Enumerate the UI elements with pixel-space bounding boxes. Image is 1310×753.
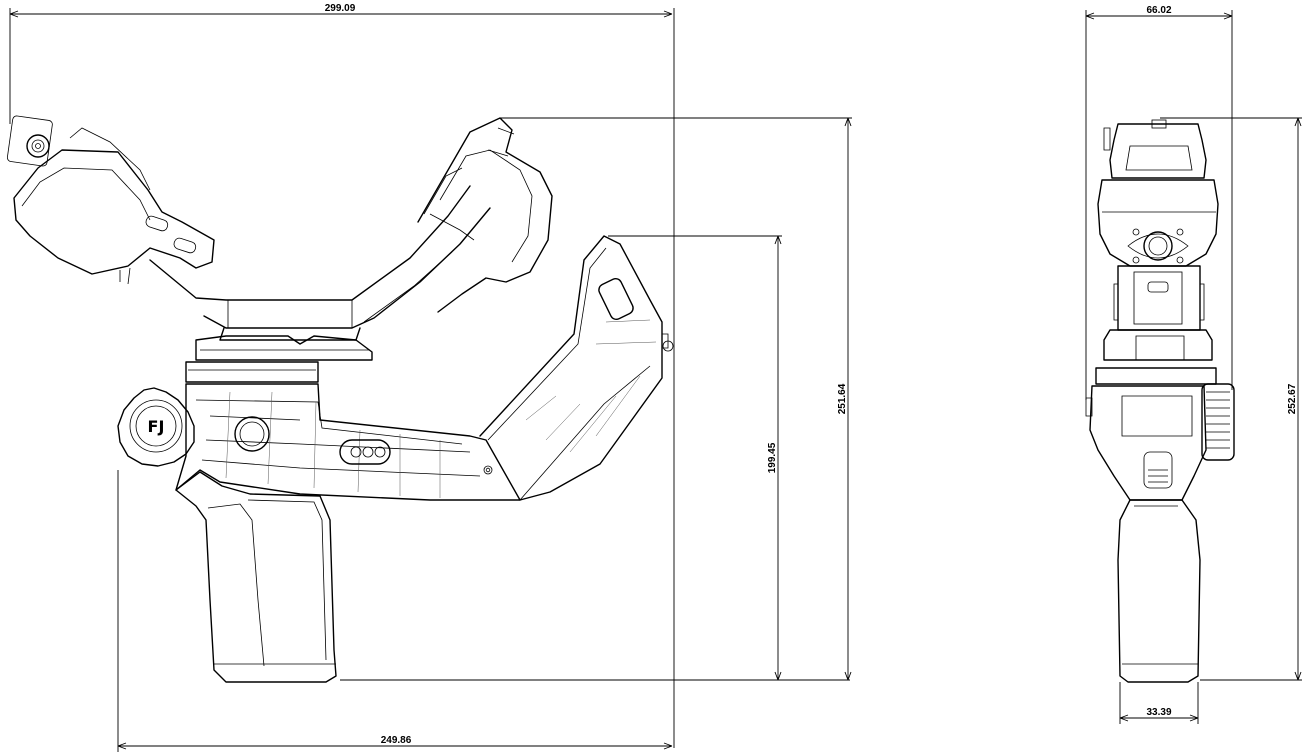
front-column [1095,265,1217,385]
dim-side-total-height: 251.64 [837,383,848,414]
dim-front-top-width: 66.02 [1146,5,1171,16]
tilt-arm [149,185,491,341]
grip [175,471,337,683]
side-view: FJ 299.09 [6,3,852,752]
logo-knob: FJ [117,387,195,467]
dim-side-total-width: 299.09 [325,3,356,14]
dim-front-grip-width: 33.39 [1146,707,1171,718]
base-clamp [185,335,373,383]
front-dimensions: 66.02 33.39 252.67 [1085,5,1302,724]
camera-plate [6,115,215,285]
side-dimensions: 299.09 249.86 199.45 251.64 [9,3,852,752]
body-housing [175,383,521,501]
rear-handle [479,235,674,501]
front-grip [1117,499,1201,683]
dim-side-handle-height: 199.45 [767,442,778,473]
dim-side-base-width: 249.86 [381,735,412,746]
front-motor [1097,179,1219,267]
front-camera-plate [1103,119,1207,179]
logo-text: FJ [148,417,165,436]
dim-front-total-height: 252.67 [1287,383,1298,414]
front-body [1085,383,1235,501]
front-view: 66.02 33.39 252.67 [1085,5,1302,724]
